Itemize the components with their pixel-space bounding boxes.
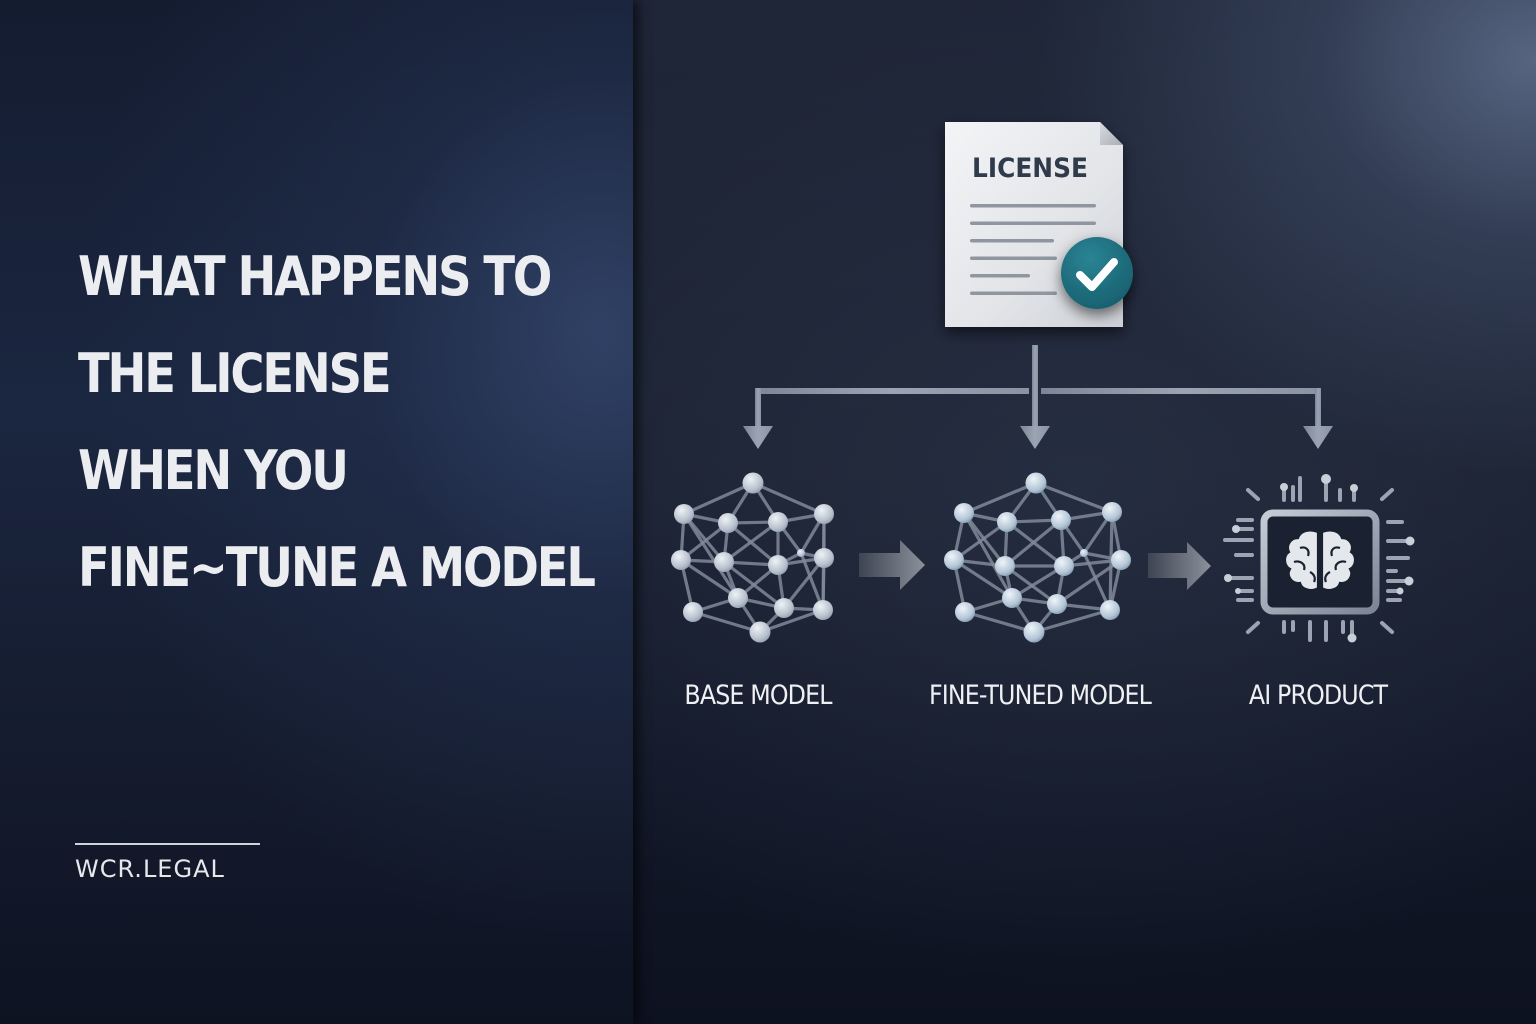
network-node: [1111, 550, 1131, 570]
branch-connector: [743, 345, 1333, 449]
network-node: [768, 555, 788, 575]
network-node: [714, 552, 734, 572]
left-panel: [0, 0, 633, 1024]
network-node: [797, 549, 805, 557]
network-node: [1051, 510, 1071, 530]
network-node: [1054, 556, 1074, 576]
network-node: [995, 556, 1015, 576]
fine-tuned-model-network-icon: [944, 472, 1131, 643]
arrow-right-icon: [1148, 542, 1211, 590]
network-node: [718, 513, 738, 533]
brand-divider: [75, 843, 260, 845]
network-node: [674, 504, 694, 524]
headline-line-3: WHEN YOU: [78, 439, 349, 502]
network-node: [1102, 502, 1122, 522]
network-node: [1023, 621, 1045, 643]
headline-line-2: THE LICENSE: [78, 342, 392, 405]
network-node: [1025, 472, 1047, 494]
network-node: [749, 621, 771, 643]
network-node: [1100, 600, 1120, 620]
network-node: [1002, 588, 1022, 608]
network-node: [814, 504, 834, 524]
headline: WHAT HAPPENS TO THE LICENSE WHEN YOU FIN…: [78, 228, 596, 616]
ai-chip-brain-icon: [1223, 474, 1415, 643]
network-node: [814, 548, 834, 568]
network-node: [1047, 594, 1067, 614]
network-node: [955, 602, 975, 622]
document-text-lines: [970, 204, 1096, 295]
headline-line-1: WHAT HAPPENS TO: [78, 245, 552, 308]
brand-logo-text: WCR.LEGAL: [75, 855, 225, 883]
stage-label-base-model: BASE MODEL: [684, 680, 832, 711]
network-node: [813, 600, 833, 620]
arrow-down-icon: [1303, 426, 1333, 449]
headline-line-4: FINE~TUNE A MODEL: [78, 536, 596, 599]
license-document-title: LICENSE: [972, 153, 1088, 184]
arrow-right-icon: [859, 540, 925, 590]
network-node: [944, 550, 964, 570]
network-node: [1080, 549, 1088, 557]
check-badge-icon: [1061, 237, 1133, 309]
network-node: [671, 550, 691, 570]
network-node: [954, 503, 974, 523]
base-model-network-icon: [671, 472, 834, 643]
network-node: [768, 512, 788, 532]
stage-label-ai-product: AI PRODUCT: [1248, 680, 1388, 711]
network-node: [728, 588, 748, 608]
arrow-down-icon: [1020, 426, 1050, 449]
network-node: [683, 602, 703, 622]
stage-label-fine-tuned-model: FINE-TUNED MODEL: [928, 680, 1152, 711]
network-node: [774, 598, 794, 618]
checkmark-icon: [1076, 258, 1118, 291]
network-node: [997, 512, 1017, 532]
arrow-down-icon: [743, 426, 773, 449]
network-node: [742, 472, 764, 494]
brain-icon: [1283, 529, 1357, 592]
